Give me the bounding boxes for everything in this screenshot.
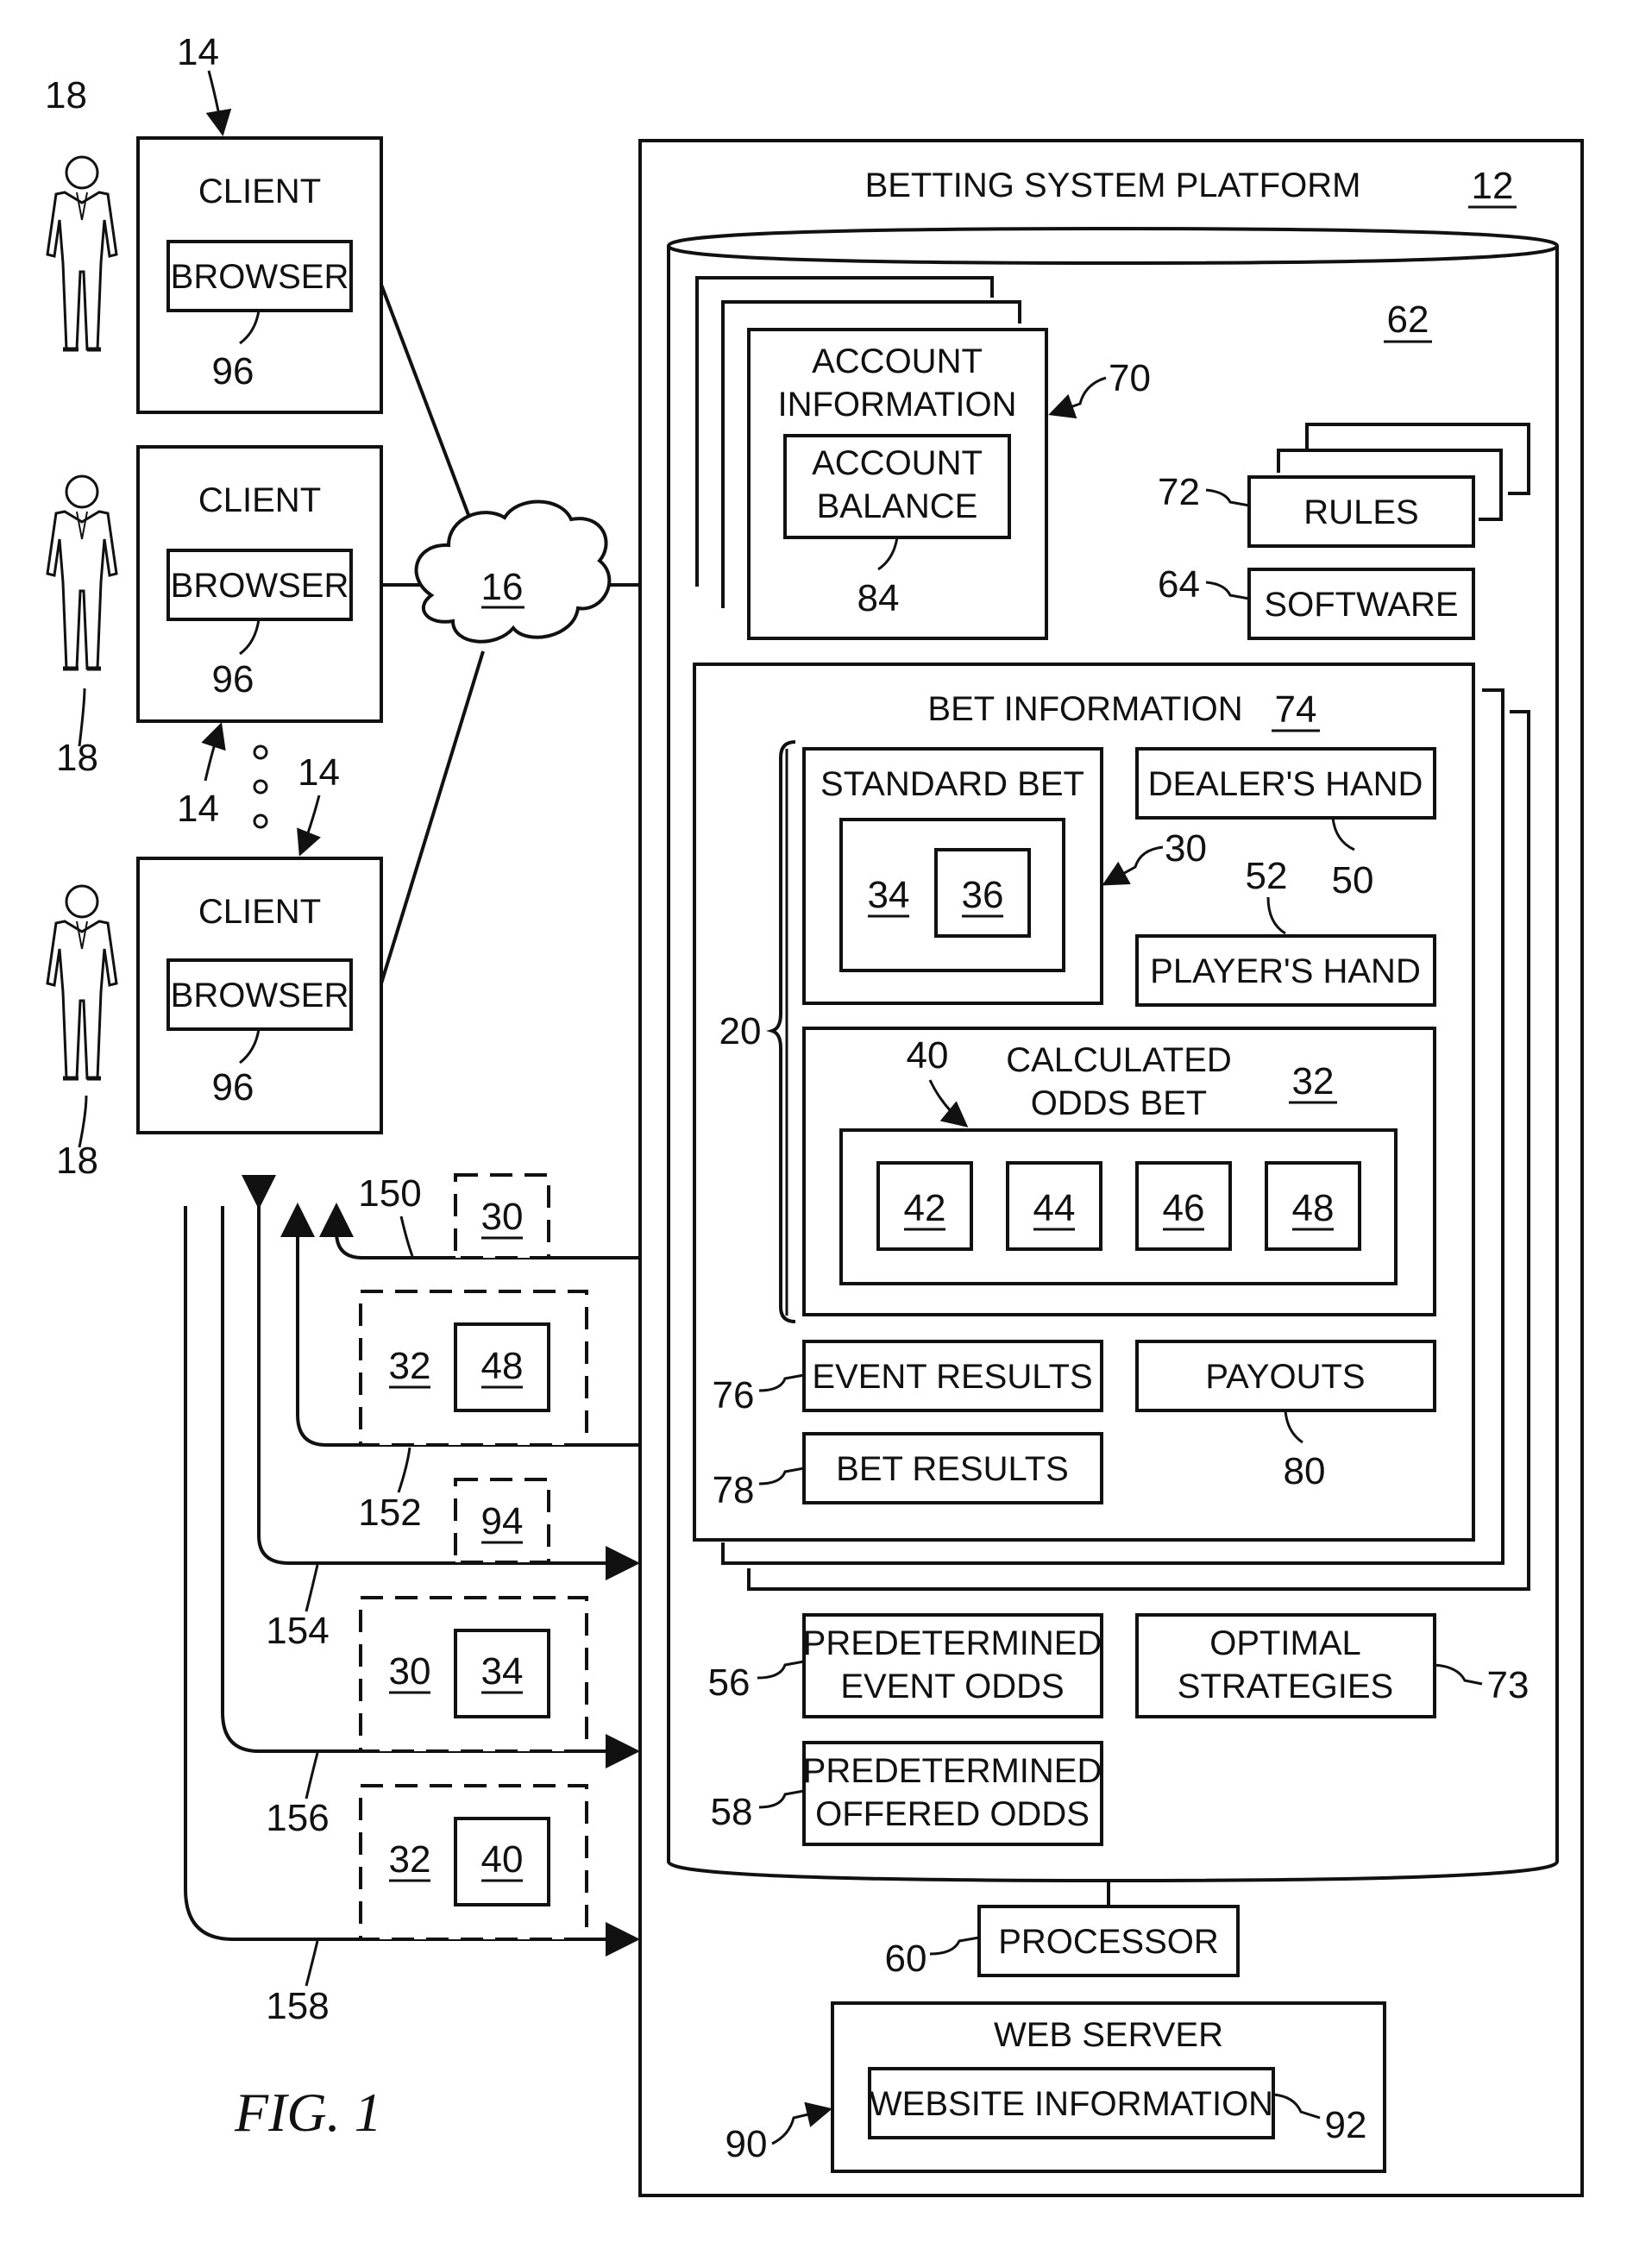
account-balance-ref: 84	[857, 577, 900, 619]
calc-odds-item: 42	[904, 1187, 946, 1229]
client-ref: 14	[177, 788, 219, 830]
client-ref: 14	[177, 31, 219, 73]
pred-event-odds-line2: EVENT ODDS	[840, 1668, 1064, 1705]
message-item: 30	[481, 1196, 524, 1238]
network-cloud: 16	[417, 501, 610, 641]
bet-info-ref: 74	[1275, 688, 1317, 731]
figure-label: FIG. 1	[234, 2082, 382, 2143]
software-label: SOFTWARE	[1264, 586, 1458, 624]
dealers-hand-ref: 50	[1332, 859, 1374, 901]
network-links	[381, 285, 640, 983]
event-results-label: EVENT RESULTS	[812, 1358, 1092, 1396]
browser-ref: 96	[212, 350, 254, 393]
browser-label: BROWSER	[171, 977, 349, 1014]
bet-results-label: BET RESULTS	[836, 1450, 1069, 1488]
message-ref: 158	[266, 1985, 329, 2027]
processor-label: PROCESSOR	[998, 1923, 1219, 1961]
network-ref: 16	[481, 566, 524, 608]
message-item: 32	[389, 1345, 431, 1387]
client-group-1: 18 14 CLIENT BROWSER 96	[45, 31, 381, 412]
message-ref: 150	[358, 1172, 421, 1215]
rules-label: RULES	[1303, 493, 1418, 531]
platform-ref: 12	[1472, 165, 1514, 207]
user-ref: 18	[56, 737, 98, 779]
calc-odds-line2: ODDS BET	[1031, 1084, 1207, 1122]
dealers-hand-label: DEALER'S HAND	[1148, 765, 1423, 803]
client-ref: 14	[298, 751, 340, 794]
account-title-1: ACCOUNT	[812, 342, 983, 380]
pred-offered-odds-line2: OFFERED ODDS	[815, 1795, 1090, 1833]
calc-odds-ref: 32	[1292, 1060, 1335, 1102]
browser-label: BROWSER	[171, 567, 349, 605]
event-results-ref: 76	[713, 1374, 755, 1416]
pred-event-odds-line1: PREDETERMINED	[803, 1624, 1102, 1662]
client-label: CLIENT	[198, 893, 321, 931]
message-item: 40	[481, 1838, 524, 1881]
bet-results-ref: 78	[713, 1469, 755, 1511]
standard-bet-item-a: 34	[868, 874, 910, 916]
calc-odds-item: 48	[1292, 1187, 1335, 1229]
pred-offered-odds-ref: 58	[711, 1791, 753, 1833]
bracket-ref: 20	[719, 1010, 762, 1052]
user-ref: 18	[45, 74, 87, 116]
message-item: 34	[481, 1650, 524, 1693]
account-ref: 70	[1109, 357, 1151, 399]
bet-information: BET INFORMATION 74 20 STANDARD BET 34 36…	[694, 664, 1529, 1589]
message-ref: 152	[358, 1492, 421, 1534]
players-hand-ref: 52	[1246, 855, 1288, 897]
ellipsis-dots	[254, 746, 267, 827]
pred-offered-odds-line1: PREDETERMINED	[803, 1752, 1102, 1790]
software-ref: 64	[1158, 563, 1200, 606]
database-ref: 62	[1387, 298, 1429, 341]
standard-bet-label: STANDARD BET	[820, 765, 1084, 803]
message-ref: 156	[266, 1797, 329, 1839]
calc-odds-inner-ref: 40	[907, 1034, 949, 1077]
client-label: CLIENT	[198, 481, 321, 519]
account-balance-2: BALANCE	[817, 487, 978, 525]
website-info-label: WEBSITE INFORMATION	[870, 2085, 1273, 2123]
calc-odds-line1: CALCULATED	[1006, 1041, 1232, 1079]
client-label: CLIENT	[198, 173, 321, 210]
bet-info-title: BET INFORMATION	[927, 690, 1242, 728]
pred-event-odds-ref: 56	[708, 1661, 751, 1704]
user-icon	[47, 157, 116, 349]
optimal-line2: STRATEGIES	[1178, 1668, 1393, 1705]
message-item: 32	[389, 1838, 431, 1881]
optimal-ref: 73	[1487, 1664, 1530, 1706]
account-title-2: INFORMATION	[777, 386, 1016, 424]
players-hand-label: PLAYER'S HAND	[1150, 952, 1421, 990]
user-icon	[47, 886, 116, 1078]
user-icon	[47, 476, 116, 669]
message-item: 30	[389, 1650, 431, 1693]
browser-ref: 96	[212, 658, 254, 700]
message-flows: 30 150 32 48 152 94 154 30 34 156	[185, 1172, 640, 2027]
browser-ref: 96	[212, 1066, 254, 1109]
calc-odds-item: 46	[1163, 1187, 1205, 1229]
calc-odds-item: 44	[1033, 1187, 1076, 1229]
user-ref: 18	[56, 1140, 98, 1182]
payouts-ref: 80	[1284, 1450, 1326, 1492]
website-info-ref: 92	[1325, 2104, 1367, 2146]
browser-label: BROWSER	[171, 258, 349, 296]
message-item: 94	[481, 1500, 524, 1542]
web-server-label: WEB SERVER	[994, 2016, 1223, 2054]
processor-ref: 60	[885, 1938, 927, 1980]
payouts-label: PAYOUTS	[1205, 1358, 1365, 1396]
optimal-line1: OPTIMAL	[1209, 1624, 1361, 1662]
platform-title: BETTING SYSTEM PLATFORM	[865, 166, 1361, 204]
message-ref: 154	[266, 1610, 329, 1652]
standard-bet-item-b: 36	[962, 874, 1004, 916]
standard-bet-inner-ref: 30	[1165, 827, 1207, 870]
message-item: 48	[481, 1345, 524, 1387]
web-server-ref: 90	[725, 2123, 768, 2165]
account-balance-1: ACCOUNT	[812, 444, 983, 482]
rules-ref: 72	[1158, 471, 1200, 513]
